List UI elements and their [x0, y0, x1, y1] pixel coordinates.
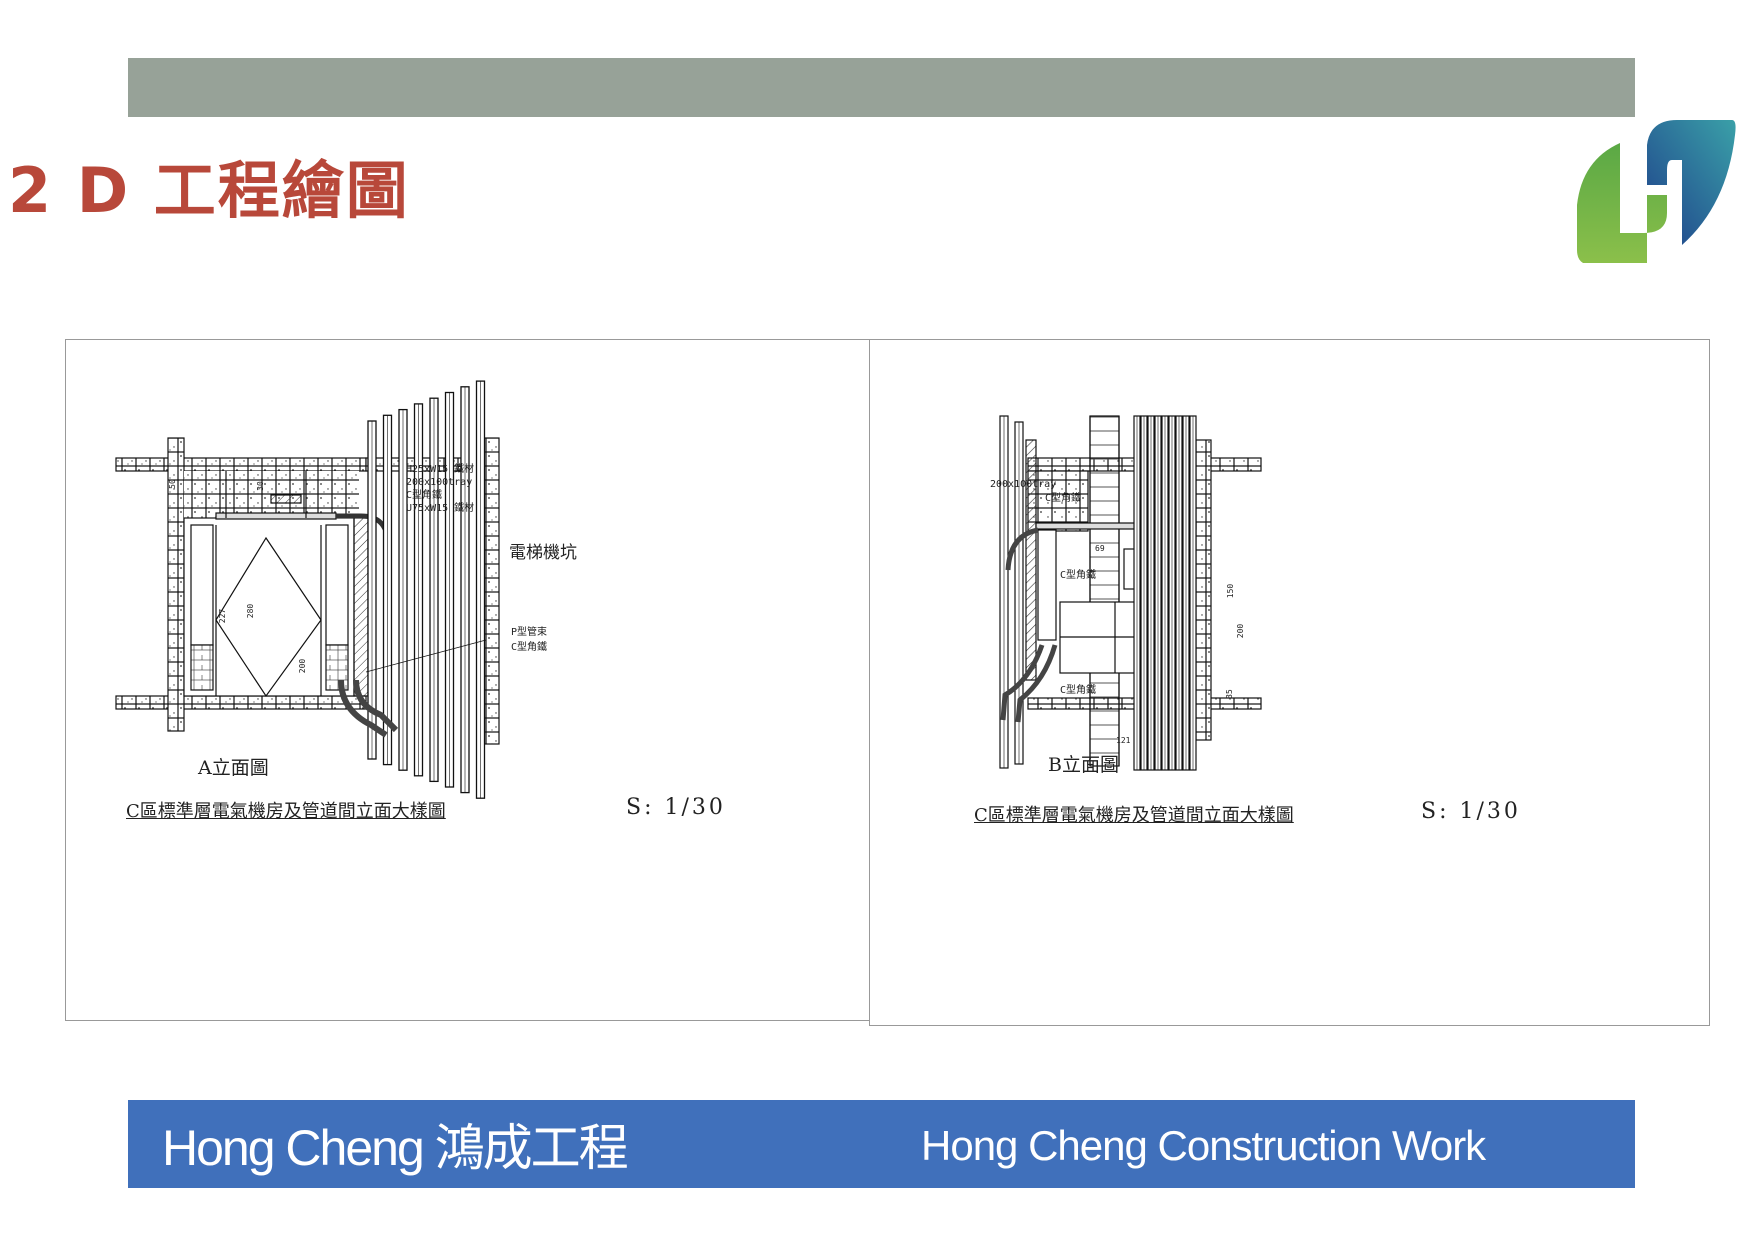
footer-brand: Hong Cheng 鴻成工程 — [162, 1120, 629, 1176]
dim-150: 150 — [1226, 583, 1236, 599]
dim-200: 200 — [298, 658, 308, 674]
note-tray: 200x100tray — [406, 477, 473, 488]
drawing-a-scale: S: 1/30 — [626, 795, 726, 820]
drawing-b-title: C區標準層電氣機房及管道間立面大樣圖 — [974, 805, 1294, 826]
drawing-a-title: C區標準層電氣機房及管道間立面大樣圖 — [126, 801, 446, 822]
elevator-pit-label: 電梯機坑 — [509, 543, 577, 563]
note-h25: H25xW15 鐵材 — [406, 464, 475, 475]
note-c-angle-b3: C型角鐵 — [1060, 685, 1097, 696]
dim-227: 227 — [218, 608, 228, 624]
page-title: 2 D 工程繪圖 — [8, 154, 410, 227]
dim-280: 280 — [246, 603, 256, 619]
note-u75: U75xW15 鐵材 — [406, 503, 475, 514]
elevation-a-caption: A立面圖 — [198, 757, 269, 779]
note-c-angle: C型角鐵 — [406, 490, 443, 501]
elevation-a-drawing — [115, 380, 500, 799]
company-logo — [1572, 105, 1737, 265]
dim-121: 121 — [1116, 736, 1131, 745]
dim-30: 30 — [255, 481, 265, 491]
drawing-b-panel: 200x100tray C型角鐵 C型角鐵 C型角鐵 69 150 200 35… — [869, 339, 1710, 1026]
elevation-b-drawing — [999, 415, 1262, 771]
note-c-angle-2: C型角鐵 — [511, 642, 548, 653]
note-p-clamp: P型管束 — [511, 627, 548, 638]
footer-tagline: Hong Cheng Construction Work — [921, 1122, 1486, 1169]
note-tray-b: 200x100tray — [990, 479, 1057, 490]
dim-69: 69 — [1095, 544, 1105, 553]
drawing-b-scale: S: 1/30 — [1421, 799, 1521, 824]
header-bar — [128, 58, 1635, 117]
elevation-b-caption: B立面圖 — [1048, 754, 1119, 776]
dim-200-b: 200 — [1236, 623, 1246, 639]
note-c-angle-b2: C型角鐵 — [1060, 570, 1097, 581]
note-c-angle-b1: C型角鐵 — [1045, 493, 1082, 504]
drawing-a-panel: H25xW15 鐵材 200x100tray C型角鐵 U75xW15 鐵材 P… — [65, 339, 871, 1021]
footer-bar: Hong Cheng 鴻成工程 Hong Cheng Construction … — [128, 1100, 1635, 1188]
dim-35: 35 — [1224, 689, 1234, 699]
dim-50: 50 — [167, 479, 177, 489]
